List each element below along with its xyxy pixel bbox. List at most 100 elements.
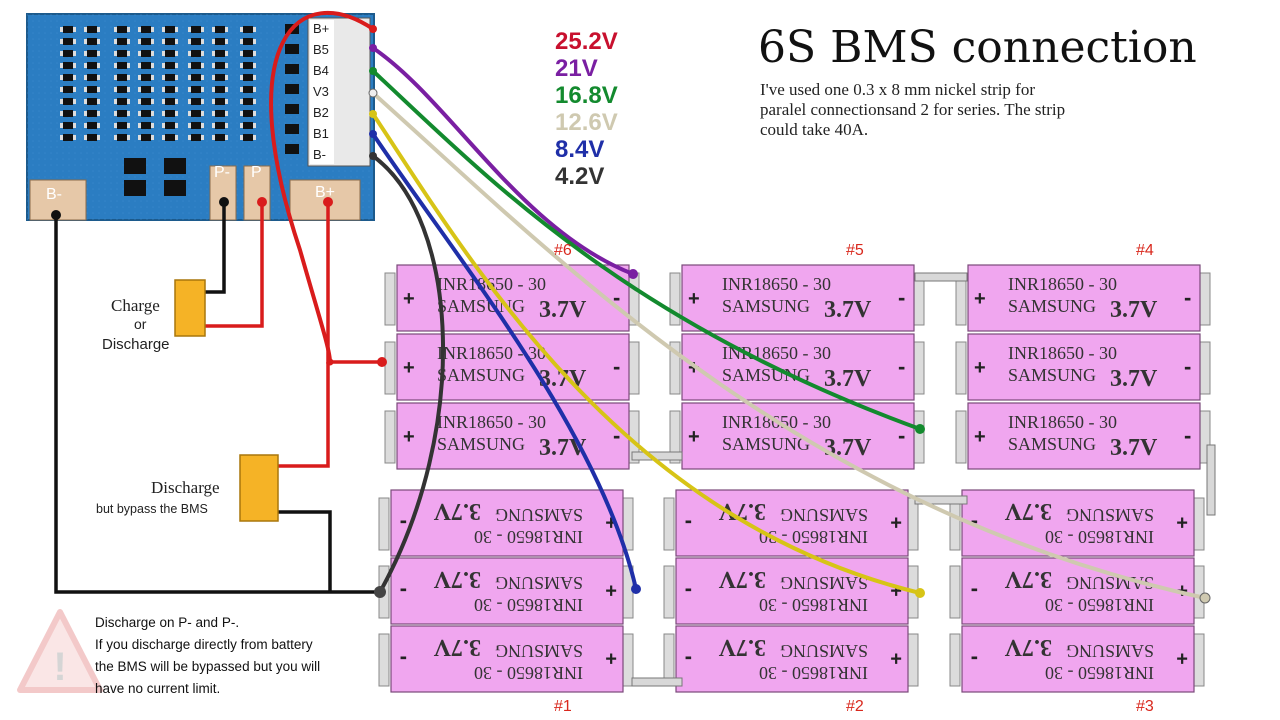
smd-pad bbox=[212, 51, 215, 56]
smd-pad bbox=[127, 75, 130, 80]
smd-component bbox=[87, 86, 97, 93]
smd-pad bbox=[151, 111, 154, 116]
cell-plus: + bbox=[403, 288, 415, 310]
smd-component bbox=[165, 122, 175, 129]
smd-pad bbox=[162, 99, 165, 104]
note-line: Discharge on P- and P-. bbox=[95, 615, 240, 630]
smd-component bbox=[243, 38, 253, 45]
smd-pad bbox=[175, 123, 178, 128]
cell-minus: - bbox=[898, 354, 905, 379]
smd-component bbox=[243, 110, 253, 117]
smd-component bbox=[165, 38, 175, 45]
ic-chip bbox=[164, 180, 186, 196]
cell-brand: SAMSUNG bbox=[722, 296, 810, 316]
cell-model: INR18650 - 30 bbox=[1045, 527, 1154, 547]
smd-pad bbox=[60, 51, 63, 56]
cell-brand: SAMSUNG bbox=[722, 434, 810, 454]
smd-component bbox=[191, 86, 201, 93]
smd-pad bbox=[253, 99, 256, 104]
smd-pad bbox=[175, 75, 178, 80]
smd-pad bbox=[151, 99, 154, 104]
cell-voltage: 3.7V bbox=[1004, 634, 1052, 660]
smd-component bbox=[141, 62, 151, 69]
smd-pad bbox=[84, 99, 87, 104]
cell-voltage: 3.7V bbox=[718, 634, 766, 660]
smd-component bbox=[141, 122, 151, 129]
bms-components bbox=[60, 24, 299, 196]
smd-pad bbox=[73, 135, 76, 140]
pad-p-minus bbox=[209, 165, 237, 221]
smd-pad bbox=[84, 51, 87, 56]
smd-pad bbox=[162, 51, 165, 56]
smd-component bbox=[191, 38, 201, 45]
cell-minus: - bbox=[685, 579, 692, 604]
smd-component bbox=[63, 38, 73, 45]
smd-pad bbox=[60, 27, 63, 32]
pad-label-b-minus: B- bbox=[46, 186, 62, 203]
wire-b1 bbox=[371, 132, 638, 591]
discharge-label: Discharge bbox=[102, 336, 170, 353]
bypass-label: but bypass the BMS bbox=[96, 502, 208, 516]
cell-terminal bbox=[663, 497, 675, 551]
bms-pin-label: B- bbox=[313, 147, 326, 162]
smd-component bbox=[87, 110, 97, 117]
smd-pad bbox=[84, 39, 87, 44]
cell-voltage: 3.7V bbox=[539, 297, 587, 323]
smd-pad bbox=[127, 111, 130, 116]
smd-component bbox=[191, 98, 201, 105]
cell-plus: + bbox=[1176, 511, 1188, 533]
smd-component bbox=[63, 134, 73, 141]
cell-terminal bbox=[955, 341, 967, 395]
smd-pad bbox=[73, 27, 76, 32]
smd-component bbox=[87, 98, 97, 105]
cell-terminal bbox=[384, 341, 396, 395]
smd-pad bbox=[175, 27, 178, 32]
cell-terminal bbox=[669, 410, 681, 464]
cell-body bbox=[961, 489, 1195, 557]
smd-component bbox=[63, 86, 73, 93]
smd-pad bbox=[201, 135, 204, 140]
smd-component bbox=[215, 38, 225, 45]
cell-minus: - bbox=[898, 285, 905, 310]
cell-plus: + bbox=[974, 426, 986, 448]
cell-model: INR18650 - 30 bbox=[759, 595, 868, 615]
smd-pad bbox=[84, 27, 87, 32]
smd-pad bbox=[97, 111, 100, 116]
smd-component bbox=[191, 62, 201, 69]
smd-component bbox=[215, 50, 225, 57]
cell-voltage: 3.7V bbox=[824, 435, 872, 461]
smd-component bbox=[215, 86, 225, 93]
smd-pad bbox=[84, 111, 87, 116]
smd-component bbox=[215, 62, 225, 69]
bms-pin-label: V3 bbox=[313, 84, 329, 99]
smd-pad bbox=[97, 75, 100, 80]
smd-pad bbox=[201, 123, 204, 128]
group-label: #6 bbox=[554, 242, 572, 259]
bms-board bbox=[26, 13, 375, 221]
cell-minus: - bbox=[971, 647, 978, 672]
smd-component bbox=[63, 62, 73, 69]
smd-component bbox=[285, 124, 299, 134]
smd-pad bbox=[84, 123, 87, 128]
smd-pad bbox=[253, 123, 256, 128]
smd-pad bbox=[188, 99, 191, 104]
smd-pad bbox=[127, 87, 130, 92]
smd-pad bbox=[114, 111, 117, 116]
cell-brand: SAMSUNG bbox=[495, 505, 583, 525]
smd-component bbox=[165, 110, 175, 117]
smd-component bbox=[87, 38, 97, 45]
smd-pad bbox=[151, 27, 154, 32]
smd-pad bbox=[240, 51, 243, 56]
cell-plus: + bbox=[403, 357, 415, 379]
cell-model: INR18650 - 30 bbox=[759, 527, 868, 547]
smd-pad bbox=[138, 39, 141, 44]
cell-body bbox=[961, 625, 1195, 693]
smd-component bbox=[87, 134, 97, 141]
wire-v3 bbox=[371, 91, 1207, 600]
cell-plus: + bbox=[403, 426, 415, 448]
smd-pad bbox=[212, 87, 215, 92]
cell-model: INR18650 - 30 bbox=[474, 595, 583, 615]
cell-minus: - bbox=[613, 423, 620, 448]
